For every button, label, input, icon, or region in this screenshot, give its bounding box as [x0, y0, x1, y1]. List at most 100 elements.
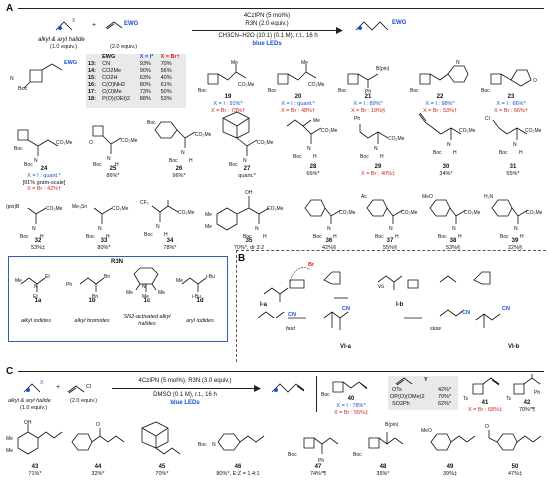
- panel-c-top-rule: [18, 371, 544, 372]
- svg-text:Boc: Boc: [93, 162, 102, 166]
- svg-text:OH: OH: [24, 420, 32, 426]
- svg-text:Me: Me: [313, 118, 320, 124]
- y-table-header: Y: [424, 377, 428, 383]
- svg-text:CO₂Me: CO₂Me: [321, 128, 338, 134]
- svg-text:Me: Me: [158, 290, 165, 296]
- mech-slow: slow: [430, 326, 442, 332]
- mech-ia: I-a: [260, 302, 268, 308]
- svg-text:B(pin): B(pin): [376, 66, 390, 72]
- panel-b-letter: B: [238, 253, 246, 264]
- svg-text:CO₂Me: CO₂Me: [308, 82, 325, 88]
- svg-text:Boc: Boc: [410, 88, 419, 94]
- svg-text:N: N: [389, 226, 393, 232]
- cond-solvent: CH3CN–H2O (10:1) (0.1 M), r.t., 16 h: [218, 33, 318, 39]
- plus-sign: +: [92, 22, 97, 29]
- svg-text:Boc: Boc: [375, 234, 384, 238]
- reaction-arrow: [192, 30, 340, 31]
- svg-text:Boc: Boc: [353, 452, 362, 458]
- allyl-chloride-structure: [67, 385, 85, 394]
- svg-text:CO₂Me: CO₂Me: [525, 128, 542, 134]
- svg-text:Me: Me: [142, 294, 149, 298]
- cond-catalyst: 4CzIPN (5 mol%): [243, 13, 291, 19]
- mech-cn-2: CN: [342, 306, 350, 312]
- mech-cn-1: CN: [288, 312, 296, 318]
- compound-48: B(pin)Boc 48 35%*: [352, 412, 414, 478]
- svg-text:N: N: [107, 156, 111, 162]
- svg-text:Me: Me: [15, 278, 22, 284]
- amine-1c-scope: SN2-activated alkyl halides: [123, 314, 171, 327]
- mech-vib: VI-b: [508, 344, 520, 350]
- svg-text:B(pin): B(pin): [385, 422, 399, 428]
- svg-text:Boc: Boc: [360, 154, 369, 160]
- arrow-head-icon: [336, 27, 343, 34]
- svg-text:Me: Me: [205, 224, 212, 230]
- reactant1-c-equiv: (1.0 equiv.): [20, 405, 48, 411]
- svg-text:CO₂Me: CO₂Me: [46, 206, 63, 212]
- svg-text:Ph: Ph: [365, 89, 371, 94]
- cond-c-catalyst: 4CzIPN (5 mol%), R3N (3.0 equiv.): [138, 378, 232, 384]
- svg-text:N: N: [327, 226, 331, 232]
- svg-text:Boc: Boc: [438, 234, 447, 238]
- svg-text:(pin)B: (pin)B: [6, 204, 20, 210]
- cond-amine: R3N (2.0 equiv.): [245, 21, 289, 27]
- svg-text:OH: OH: [245, 190, 253, 196]
- y-table: Y OTs 42%* OP(O)(OMe)2 70%* SO2Ph 62%*: [388, 376, 458, 410]
- reaction-arrow-c: [112, 388, 258, 389]
- svg-text:i-Bu: i-Bu: [192, 294, 201, 298]
- svg-text:CO₂Me: CO₂Me: [267, 206, 284, 212]
- product-structure: [355, 21, 389, 31]
- svg-text:CO₂Me: CO₂Me: [388, 136, 405, 142]
- svg-text:Boc: Boc: [198, 88, 207, 94]
- mech-fast: fast: [286, 326, 295, 332]
- panel-c-divider: [316, 376, 317, 412]
- panel-b-top-divider: [236, 250, 546, 251]
- svg-text:N: N: [181, 150, 185, 156]
- svg-text:Me: Me: [205, 212, 212, 218]
- svg-text:CF₃: CF₃: [140, 200, 149, 206]
- svg-text:O: O: [96, 422, 100, 428]
- cond-c-light: blue LEDs: [170, 400, 200, 406]
- svg-text:Boc: Boc: [86, 234, 95, 238]
- product-ewg: EWG: [392, 20, 407, 26]
- compound-49: MeO 49 39%‡: [420, 418, 480, 478]
- y-row-label: OTs: [392, 387, 402, 393]
- svg-text:H: H: [40, 234, 44, 238]
- svg-text:Boc: Boc: [144, 232, 153, 238]
- y-row-value: 42%*: [438, 387, 452, 393]
- svg-text:Ts: Ts: [463, 396, 469, 400]
- svg-text:Me: Me: [301, 60, 308, 66]
- svg-text:Ph: Ph: [534, 390, 540, 396]
- svg-text:CO₂Me: CO₂Me: [464, 210, 481, 216]
- svg-text:Me: Me: [126, 290, 133, 296]
- svg-text:Et: Et: [33, 294, 38, 298]
- svg-text:Ph: Ph: [354, 116, 360, 122]
- svg-text:Boc: Boc: [14, 146, 23, 152]
- svg-text:Boc: Boc: [321, 392, 330, 396]
- compound-50: O 50 47%‡: [484, 418, 546, 478]
- svg-text:H₂N: H₂N: [484, 194, 494, 200]
- acceptor-ewg: EWG: [124, 21, 139, 27]
- svg-text:N: N: [32, 226, 36, 232]
- y-row-value: 62%*: [438, 401, 452, 407]
- svg-text:CO₂Me: CO₂Me: [56, 140, 73, 146]
- svg-text:Me: Me: [176, 278, 183, 284]
- panel-c-letter: C: [6, 366, 14, 377]
- svg-text:Boc: Boc: [20, 234, 29, 238]
- plus-sign-c: +: [56, 384, 61, 391]
- svg-text:CO₂Me: CO₂Me: [257, 140, 274, 146]
- reactant2-c-equiv: (2.0 equiv.): [70, 398, 98, 404]
